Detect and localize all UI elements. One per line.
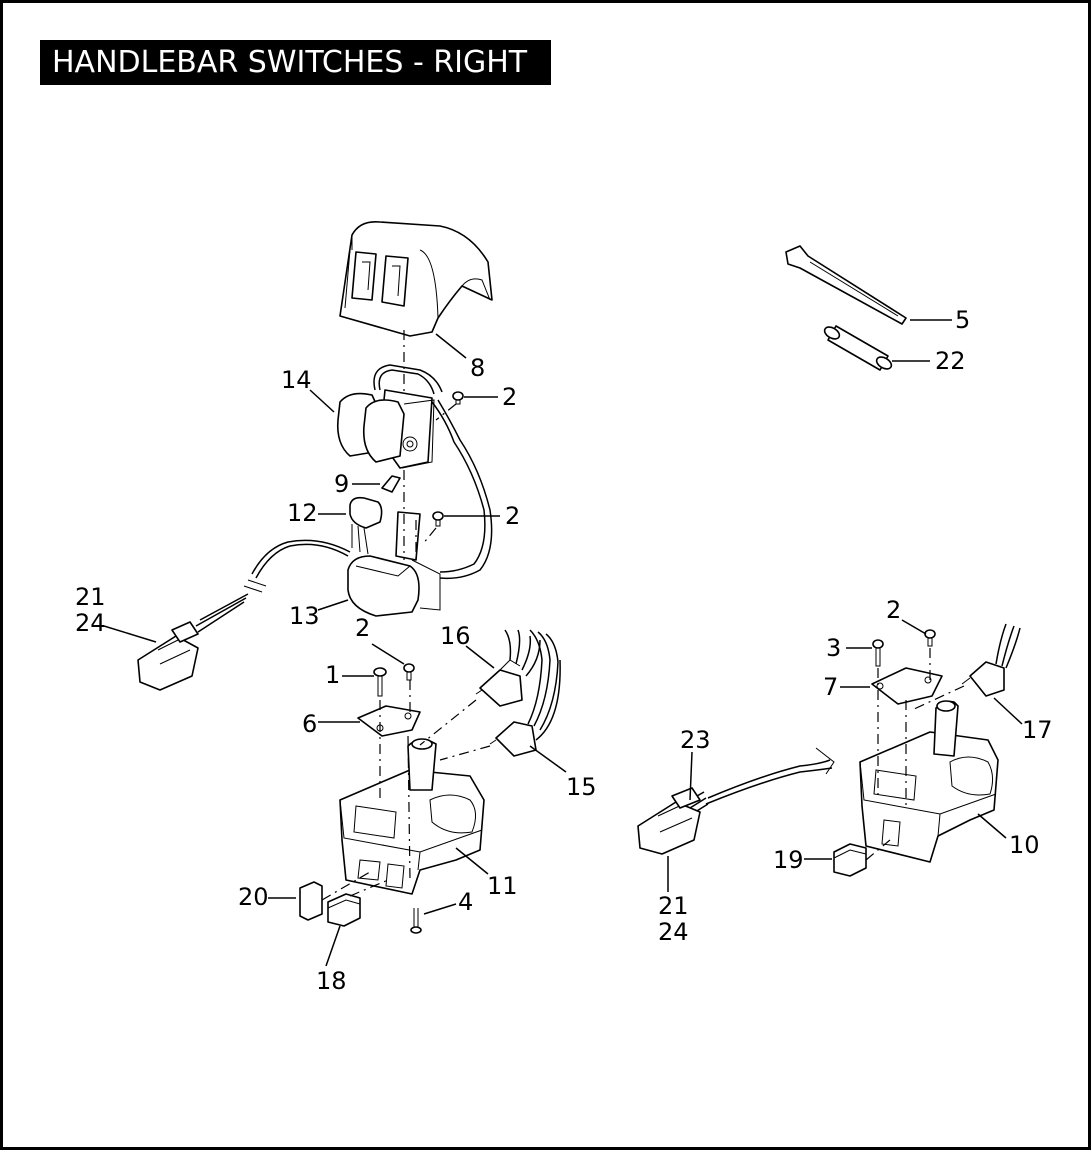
part-3-screw [872, 639, 884, 667]
callout-6: 6 [302, 710, 317, 738]
callout-14: 14 [281, 366, 312, 394]
callout-11: 11 [487, 872, 518, 900]
callout-3: 3 [826, 634, 841, 662]
part-13-lower-switch [243, 511, 441, 617]
callout-23: 23 [680, 726, 711, 754]
callout-22: 22 [935, 347, 966, 375]
part-22-sleeve [823, 325, 893, 371]
part-11-lower-housing [339, 738, 485, 895]
callout-10: 10 [1009, 831, 1040, 859]
part-2-screw-right [924, 629, 936, 647]
callout-24-right: 24 [658, 918, 689, 946]
part-2-screw-lower [403, 663, 415, 681]
callout-2-middle: 2 [505, 502, 520, 530]
callout-2-right: 2 [886, 596, 901, 624]
callout-15: 15 [566, 773, 597, 801]
part-10-housing [859, 700, 999, 863]
callout-8: 8 [470, 354, 485, 382]
callout-18: 18 [316, 967, 347, 995]
right-wire-connector [637, 747, 835, 855]
part-17-switch [961, 623, 1021, 697]
callout-19: 19 [773, 846, 804, 874]
callout-9: 9 [334, 470, 349, 498]
part-6-bracket [357, 705, 421, 737]
callout-24-left: 24 [75, 609, 106, 637]
part-18-button [327, 893, 361, 927]
part-2-screw-middle [432, 511, 444, 527]
part-19-button [833, 843, 867, 877]
part-9-clip [381, 475, 401, 493]
part-4-screw [410, 908, 422, 934]
part-14-switch-assembly [336, 364, 493, 580]
left-wire-connector [137, 593, 249, 691]
callout-2-upper: 2 [502, 383, 517, 411]
part-7-bracket [871, 667, 943, 705]
callout-17: 17 [1022, 716, 1053, 744]
callout-16: 16 [440, 622, 471, 650]
callout-21-right: 21 [658, 892, 689, 920]
part-16-switch [475, 629, 541, 707]
part-1-screw [373, 667, 387, 697]
part-2-screw-upper [452, 391, 464, 405]
part-20-button [299, 881, 323, 921]
callout-13: 13 [289, 602, 320, 630]
part-15-switch [489, 629, 561, 757]
callout-20: 20 [238, 883, 269, 911]
callout-4: 4 [458, 888, 473, 916]
leader-lines [103, 319, 1023, 967]
part-8-housing-cover [339, 220, 493, 337]
callout-12: 12 [287, 499, 318, 527]
assembly-centerlines [321, 330, 965, 901]
part-12-switch-module [349, 496, 383, 555]
part-5-cable-strap [785, 245, 907, 325]
callout-5: 5 [955, 306, 970, 334]
page-title: HANDLEBAR SWITCHES - RIGHT [40, 40, 551, 85]
callout-7: 7 [823, 673, 838, 701]
callout-21-left: 21 [75, 583, 106, 611]
callout-1: 1 [325, 661, 340, 689]
callout-2-lower: 2 [355, 614, 370, 642]
callout-labels: 8 14 2 9 12 2 21 24 13 2 1 16 6 15 11 20… [75, 306, 1053, 995]
